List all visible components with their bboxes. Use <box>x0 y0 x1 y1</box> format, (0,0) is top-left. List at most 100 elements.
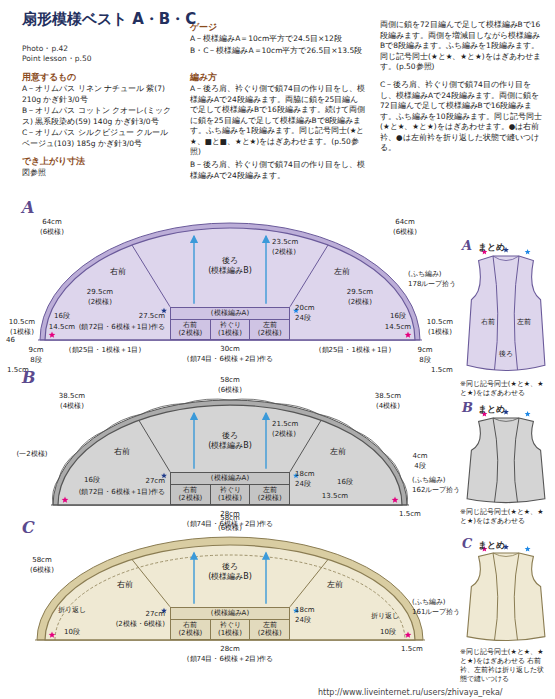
section-heading: でき上がり寸法 <box>22 156 85 167</box>
dimension-label: 8段 <box>30 356 41 365</box>
part-name: 後ろ <box>208 431 252 441</box>
yoke-cell: 左前(2模様) <box>249 320 289 340</box>
part-name: (模様編みA) <box>171 473 289 485</box>
yoke-cell: 右前(2模様) <box>171 485 210 505</box>
dimension-label: (1模様) <box>10 328 34 337</box>
dimension-label: (4模様) <box>376 402 400 411</box>
part-name: (模様編みB) <box>208 266 252 276</box>
part-name: (2模様) <box>171 494 210 503</box>
fan-piece <box>51 399 409 505</box>
part-name: 右前 <box>110 267 126 277</box>
part-name: (模様編みA) <box>171 308 289 320</box>
dimension-label: 64cm <box>42 218 62 227</box>
dimension-label: (2模様・6模様) <box>116 620 165 629</box>
figure-letter: C <box>22 518 35 539</box>
scallop-edge <box>184 399 230 404</box>
part-name: 右前 <box>117 580 133 590</box>
dimension-label: ※同じ記号同士(★と★、★と★)をはぎあわせる <box>460 508 550 526</box>
dimension-label: (1模様) <box>428 328 452 337</box>
dimension-label: 9cm <box>28 346 43 355</box>
figure-letter: A <box>462 238 472 255</box>
part-name: (2模様) <box>250 494 289 503</box>
direction-arrow <box>265 236 266 304</box>
panel-label: 後ろ(模様編みB) <box>206 561 254 583</box>
vest-sketch <box>467 544 545 641</box>
figure-letter: C <box>462 536 472 553</box>
part-name: 右前 <box>114 447 130 457</box>
dimension-label: 後ろ <box>499 350 513 359</box>
cell-row: 右前(2模様)衿ぐり(1模様)左前(2模様) <box>171 485 289 505</box>
edging-band <box>37 537 423 640</box>
dimension-label: 9cm <box>417 346 432 355</box>
dimension-label: 27.5cm <box>139 312 165 321</box>
dimension-label: 1.5cm <box>431 366 453 375</box>
panel-divider <box>139 420 170 472</box>
part-name: (2模様) <box>250 629 289 638</box>
body-text: B－後ろ肩、衿ぐり側で鎖74目の作り目をし、模様編みAで24段編みます。 <box>190 160 365 181</box>
dimension-label: 178ループ拾う <box>408 280 456 289</box>
dimension-label: 38.5cm <box>59 392 85 401</box>
dimension-label: (2模様) <box>88 298 112 307</box>
dimension-label: (鎖72目・6模様＋1目)作る <box>79 323 165 332</box>
part-name: 左前 <box>327 580 343 590</box>
scallop-edge <box>319 414 356 431</box>
body-text: 図参照 <box>22 168 46 179</box>
dimension-label: 20cm <box>295 304 315 313</box>
panel-label: 右前 <box>112 446 132 458</box>
dimension-label: 58cm <box>32 556 52 565</box>
part-name: 衿ぐり <box>211 486 250 495</box>
dimension-label: 29.5cm <box>347 288 373 297</box>
dimension-label: (鎖72目・6模様＋1目)作る <box>79 488 165 497</box>
part-name: 右前 <box>171 621 210 630</box>
part-name: 左前 <box>250 321 289 330</box>
vest-sketch <box>467 247 545 370</box>
dimension-label: (鎖74目・6模様＋2目)作る <box>187 655 273 664</box>
dimension-label: (6模様) <box>40 228 64 237</box>
scallop-edge <box>276 404 319 414</box>
part-name: 左前 <box>334 267 350 277</box>
panel-divider <box>132 559 170 606</box>
dimension-label: 29.5cm <box>87 288 113 297</box>
part-name: 左前 <box>250 486 289 495</box>
part-name: 衿ぐり <box>211 321 250 330</box>
dimension-label: 162ループ拾う <box>412 486 460 495</box>
fan-body <box>45 545 415 640</box>
section-heading: 編み方 <box>190 72 217 83</box>
body-text: B－オリムパス コットン クオーレ(ミックス) 黒系段染め(59) 140g か… <box>22 106 172 127</box>
dimension-label: 46 <box>6 336 15 345</box>
dimension-label: 21.5cm <box>272 420 298 429</box>
figure-letter: B <box>462 400 473 417</box>
dimension-label: (一2模様) <box>17 450 48 459</box>
part-name: 左前 <box>330 447 346 457</box>
direction-arrow <box>193 413 194 469</box>
dimension-label: 4cm <box>412 452 427 461</box>
dimension-label: ※同じ記号同士(★と★、★と★)をはぎあわせる 右前衿、左前衿は折り返した状態で… <box>460 648 550 684</box>
dimension-label: (6模様) <box>30 566 54 575</box>
yoke-cell: 左前(2模様) <box>249 620 289 640</box>
direction-arrow <box>193 236 194 304</box>
part-name: (模様編みA) <box>171 608 289 620</box>
yoke-cell: 右前(2模様) <box>171 620 210 640</box>
part-name: 右前 <box>171 321 210 330</box>
watermark: http://www.liveinternet.ru/users/zhivaya… <box>318 688 502 698</box>
dimension-label: 4段 <box>414 462 425 471</box>
dimension-label: (ふち編み) <box>412 598 445 607</box>
join-star <box>392 497 399 503</box>
part-name: (1模様) <box>211 629 250 638</box>
yoke-cell: 衿ぐり(1模様) <box>210 620 250 640</box>
scallop-edge <box>105 414 142 431</box>
dimension-label: 18cm <box>295 606 315 615</box>
dimension-label: 1.5cm <box>399 510 421 519</box>
dimension-label: 左前 <box>517 318 531 327</box>
dimension-label: 24段 <box>295 314 311 323</box>
yoke-cell: 衿ぐり(1模様) <box>210 485 250 505</box>
scallop-edge <box>383 453 401 478</box>
body-text: C－後ろ肩、衿ぐり側で鎖74目の作り目をし、模様編みAで24段編みます。両側に鎖… <box>380 80 545 154</box>
direction-arrow <box>265 413 266 469</box>
dimension-label: 18cm <box>295 470 315 479</box>
panel-divider <box>290 559 328 606</box>
dimension-label: (鎖74目・6模様＋2目)作る <box>187 355 273 364</box>
figure-letter: B <box>22 368 36 389</box>
part-name: 衿ぐり <box>211 621 250 630</box>
section-heading: 用意するもの <box>22 72 76 83</box>
